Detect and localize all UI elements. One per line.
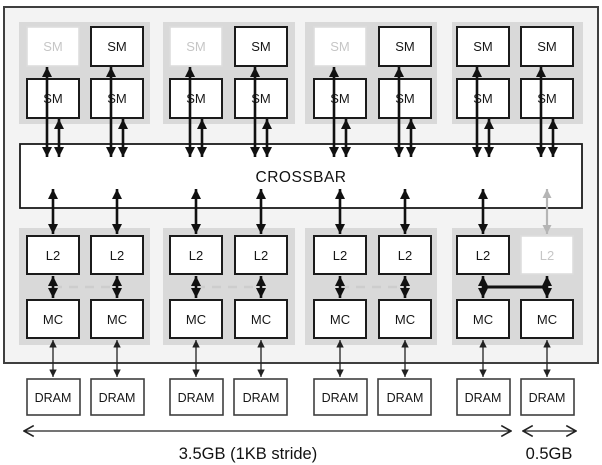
l2-col2 (90, 235, 144, 275)
mc-col8-label: MC (537, 312, 557, 327)
span-label-0-5gb: 0.5GB (526, 445, 573, 463)
dram-col4-label: DRAM (243, 391, 280, 405)
l2-col4-label: L2 (254, 248, 268, 263)
mc-col3 (169, 299, 223, 339)
dram-col8-label: DRAM (529, 391, 566, 405)
mc-col5-label: MC (330, 312, 350, 327)
l2-col6-label: L2 (398, 248, 412, 263)
sm-bottom-col5 (313, 78, 367, 119)
mc-col5 (313, 299, 367, 339)
dram-col5-label: DRAM (322, 391, 359, 405)
l2-col5-label: L2 (333, 248, 347, 263)
sm-top-col5-label: SM (330, 39, 350, 54)
l2-col3-label: L2 (189, 248, 203, 263)
sm-top-col2-label: SM (107, 39, 127, 54)
dram-col5 (313, 378, 368, 416)
dram-col6-label: DRAM (387, 391, 424, 405)
sm-top-col1-label: SM (43, 39, 63, 54)
mc-col7-label: MC (473, 312, 493, 327)
l2-col6 (378, 235, 432, 275)
sm-top-col2 (90, 26, 144, 67)
sm-top-col8-label: SM (537, 39, 557, 54)
mc-col4-label: MC (251, 312, 271, 327)
crossbar-label: CROSSBAR (256, 169, 347, 186)
mc-col2 (90, 299, 144, 339)
sm-top-col1-disabled (26, 26, 80, 67)
l2-col3 (169, 235, 223, 275)
mc-col6-label: MC (395, 312, 415, 327)
sm-top-col6 (378, 26, 432, 67)
l2-col1-label: L2 (46, 248, 60, 263)
dram-col7-label: DRAM (465, 391, 502, 405)
dram-col6 (377, 378, 432, 416)
sm-top-col7 (456, 26, 510, 67)
dram-col1-label: DRAM (35, 391, 72, 405)
sm-top-col7-label: SM (473, 39, 493, 54)
mc-col2-label: MC (107, 312, 127, 327)
l2-col7-label: L2 (476, 248, 490, 263)
l2-col1 (26, 235, 80, 275)
sm-bottom-col1 (26, 78, 80, 119)
mc-col4 (234, 299, 288, 339)
dram-col4 (233, 378, 288, 416)
l2-col2-label: L2 (110, 248, 124, 263)
sm-top-col4 (234, 26, 288, 67)
mc-col1-label: MC (43, 312, 63, 327)
mc-col8 (520, 299, 574, 339)
dram-col7 (456, 378, 511, 416)
sm-top-col3-label: SM (186, 39, 206, 54)
l2-col8-disabled (520, 235, 574, 275)
sm-top-col3-disabled (169, 26, 223, 67)
mc-col7 (456, 299, 510, 339)
mc-col6 (378, 299, 432, 339)
sm-top-col8 (520, 26, 574, 67)
sm-bottom-col4 (234, 78, 288, 119)
dram-col8 (520, 378, 575, 416)
dram-col3 (169, 378, 224, 416)
sm-bottom-col7 (456, 78, 510, 119)
sm-top-col6-label: SM (395, 39, 415, 54)
l2-col7 (456, 235, 510, 275)
sm-top-col5-disabled (313, 26, 367, 67)
sm-bottom-col6 (378, 78, 432, 119)
dram-col2-label: DRAM (99, 391, 136, 405)
l2-col4 (234, 235, 288, 275)
dram-col3-label: DRAM (178, 391, 215, 405)
l2-col8-label: L2 (540, 248, 554, 263)
dram-col2 (90, 378, 145, 416)
sm-top-col4-label: SM (251, 39, 271, 54)
mc-col3-label: MC (186, 312, 206, 327)
sm-bottom-col8 (520, 78, 574, 119)
dram-col1 (26, 378, 81, 416)
sm-bottom-col2 (90, 78, 144, 119)
l2-col5 (313, 235, 367, 275)
span-label-3-5gb: 3.5GB (1KB stride) (179, 445, 317, 463)
sm-bottom-col3 (169, 78, 223, 119)
mc-col1 (26, 299, 80, 339)
